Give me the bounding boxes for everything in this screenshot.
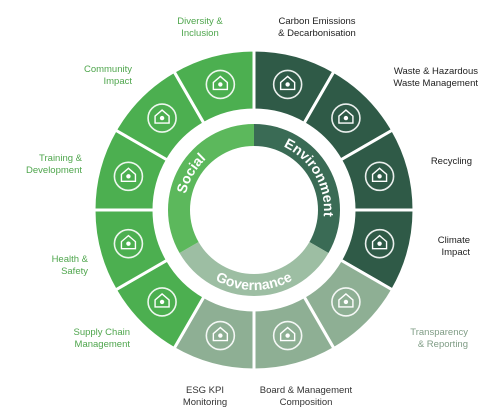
label-training: Training & Development	[10, 153, 82, 177]
label-diversity: Diversity & Inclusion	[160, 16, 240, 40]
label-climate-line-2: Impact	[441, 247, 470, 258]
presentation-icon	[113, 161, 144, 192]
label-esg-kpi-line-1: ESG KPI	[185, 385, 224, 396]
label-health-line-2: Safety	[61, 266, 88, 277]
label-esg-kpi-line-2: Monitoring	[182, 397, 228, 408]
board-group-icon	[272, 320, 303, 351]
label-carbon: Carbon Emissions & Decarbonisation	[262, 16, 372, 40]
label-community: Community Impact	[62, 64, 132, 88]
hazardous-barrel-icon	[331, 103, 361, 133]
label-climate: Climate Impact	[404, 235, 470, 259]
ring-governance	[179, 242, 329, 296]
community-people-icon	[147, 103, 177, 133]
ring-social	[168, 124, 254, 253]
ring-environment	[254, 124, 340, 253]
label-diversity-line-2: Inclusion	[181, 28, 219, 39]
label-carbon-line-1: Carbon Emissions	[278, 16, 356, 27]
hard-hat-icon	[113, 228, 144, 259]
kpi-target-icon	[205, 320, 236, 351]
label-carbon-line-2: & Decarbonisation	[278, 28, 356, 39]
label-transparency: Transparency & Reporting	[372, 327, 468, 351]
label-diversity-line-1: Diversity &	[177, 16, 223, 27]
globe-sprout-icon	[364, 228, 395, 259]
label-health-line-1: Health &	[51, 254, 88, 265]
label-transparency-line-2: & Reporting	[417, 339, 468, 350]
recycle-icon	[364, 161, 395, 192]
label-community-line-2: Impact	[103, 76, 132, 87]
car-emissions-icon	[272, 69, 303, 100]
label-board-line-1: Board & Management	[259, 385, 353, 396]
label-board-line-2: Composition	[279, 397, 333, 408]
label-supply-line-1: Supply Chain	[73, 327, 130, 338]
report-chart-icon	[331, 287, 361, 317]
label-training-line-2: Development	[26, 165, 82, 176]
label-training-line-1: Training &	[39, 153, 82, 164]
label-waste-line-1: Waste & Hazardous	[393, 66, 478, 77]
label-supply: Supply Chain Management	[28, 327, 130, 351]
label-community-line-1: Community	[83, 64, 132, 75]
label-board: Board & Management Composition	[248, 385, 364, 409]
label-esg-kpi: ESG KPI Monitoring	[170, 385, 240, 409]
label-recycling: Recycling	[400, 156, 472, 168]
label-supply-line-2: Management	[74, 339, 130, 350]
label-waste: Waste & Hazardous Waste Management	[360, 66, 478, 90]
diversity-hands-icon	[205, 69, 236, 100]
label-climate-line-1: Climate	[437, 235, 470, 246]
label-health: Health & Safety	[28, 254, 88, 278]
label-transparency-line-1: Transparency	[410, 327, 468, 338]
supply-chain-icon	[147, 287, 177, 317]
label-waste-line-2: Waste Management	[393, 78, 478, 89]
label-recycling-line-1: Recycling	[430, 156, 472, 167]
